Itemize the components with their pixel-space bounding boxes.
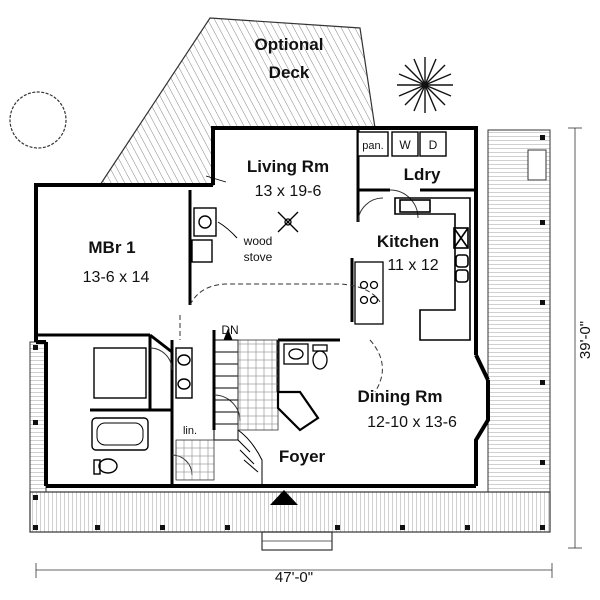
dryer-label: D: [429, 138, 438, 152]
laundry-name: Ldry: [404, 165, 441, 184]
kitchen-counters: [394, 197, 471, 341]
bath-fixtures: [91, 347, 193, 475]
porch-posts: [33, 135, 545, 530]
wood-stove-label-line2: stove: [244, 250, 273, 264]
arch-openings: [179, 283, 383, 393]
stairs: [213, 328, 263, 486]
linen-label: lin.: [183, 425, 197, 437]
wood-stove-icon: [191, 207, 238, 263]
stair-down-label: DN: [221, 323, 238, 337]
mbr-size: 13-6 x 14: [83, 269, 150, 286]
dining-room-name: Dining Rm: [358, 387, 443, 406]
tiled-entry: [175, 339, 279, 481]
washer-label: W: [399, 138, 411, 152]
width-dimension: 47'-0": [275, 569, 313, 586]
foyer-name: Foyer: [279, 447, 326, 466]
range-icon: [354, 261, 384, 325]
dimension-lines: [35, 127, 582, 578]
entry-arrow-icon: [270, 490, 298, 505]
shrub-icon: [397, 57, 453, 113]
laundry-appliances: [357, 131, 447, 157]
dining-room-size: 12-10 x 13-6: [367, 414, 457, 431]
mbr-name: MBr 1: [88, 238, 135, 257]
depth-dimension: 39'-0": [577, 321, 594, 359]
powder-room-fixtures: [276, 343, 328, 432]
tree-left-icon: [9, 91, 67, 149]
deck-label-line1: Optional: [255, 35, 324, 54]
kitchen-name: Kitchen: [377, 232, 439, 251]
kitchen-size: 11 x 12: [387, 257, 438, 274]
deck-label-line2: Deck: [269, 63, 310, 82]
pantry-label: pan.: [362, 140, 383, 152]
living-room-name: Living Rm: [247, 157, 329, 176]
ceiling-fan-icon: [205, 175, 299, 233]
wood-stove-label-line1: wood: [243, 234, 273, 248]
exterior-walls: [34, 126, 490, 488]
optional-deck: [98, 17, 376, 186]
living-room-size: 13 x 19-6: [255, 183, 322, 200]
front-porch: [29, 129, 551, 551]
